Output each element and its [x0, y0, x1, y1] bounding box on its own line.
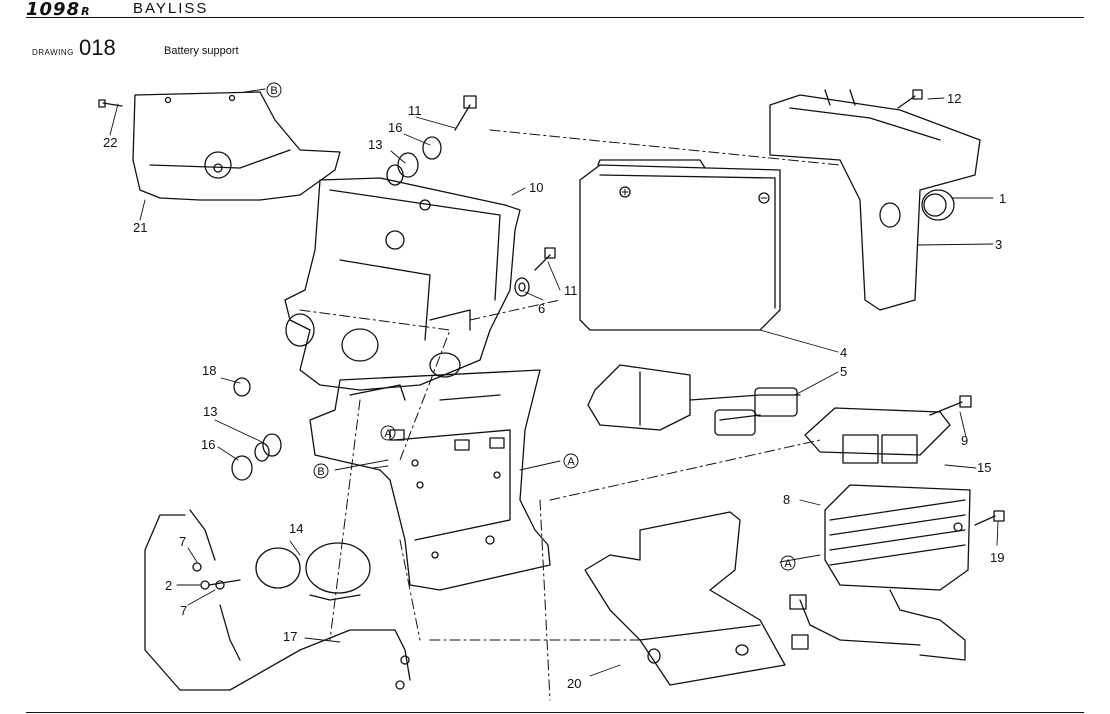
battery-support-frame	[309, 369, 551, 591]
part-4-battery	[579, 159, 781, 331]
part-13-grommet-lower	[254, 433, 282, 462]
callout-14: 14	[289, 521, 303, 536]
callout-20: 20	[567, 676, 581, 691]
callout-16-upper: 16	[388, 120, 402, 135]
model-code: 1098	[26, 0, 81, 20]
model-suffix: R	[81, 5, 91, 18]
leader-lines	[109, 88, 999, 677]
callout-13-lower: 13	[203, 404, 217, 419]
callout-3: 3	[995, 237, 1002, 252]
ref-letter-b-top: B	[270, 85, 277, 97]
callout-1: 1	[999, 191, 1006, 206]
part-2-bolt	[200, 579, 241, 590]
part-21-bracket-plate	[132, 91, 341, 201]
callout-9: 9	[961, 433, 968, 448]
part-20-shield-plate	[584, 511, 786, 686]
callout-11-lower: 11	[564, 283, 578, 298]
callout-5: 5	[840, 364, 847, 379]
model-name: BAYLISS	[133, 0, 209, 17]
footer-divider	[26, 712, 1084, 713]
callout-12: 12	[947, 91, 961, 106]
reference-letters: B B A A A	[270, 85, 792, 570]
part-22-screw	[98, 99, 123, 108]
callout-11-upper: 11	[408, 103, 422, 118]
callout-16-lower: 16	[201, 437, 215, 452]
ref-letter-a-right: A	[567, 456, 575, 468]
part-15-fuse-box	[804, 407, 951, 464]
part-10-battery-tray	[284, 177, 521, 391]
drawing-label: DRAWING	[32, 48, 74, 57]
callout-8: 8	[783, 492, 790, 507]
ref-circle-a-regulator	[780, 555, 796, 571]
callout-2: 2	[165, 578, 172, 593]
ref-letter-a-center: A	[384, 428, 392, 440]
part-17-cable	[144, 509, 411, 691]
header-divider	[26, 17, 1084, 18]
callout-6: 6	[538, 301, 545, 316]
callout-19: 19	[990, 550, 1004, 565]
callout-7-lower: 7	[180, 603, 187, 618]
part-19-screw	[974, 510, 1005, 526]
ref-circle-a-center	[380, 425, 396, 441]
ref-letter-b-left: B	[317, 466, 324, 478]
drawing-number: 018	[79, 35, 116, 60]
callout-22: 22	[103, 135, 117, 150]
part-3-battery-cover	[769, 89, 981, 311]
part-18-grommet	[233, 377, 251, 397]
page-header: 1098R BAYLISS	[0, 0, 1110, 20]
part-7-washer-upper	[192, 562, 202, 572]
model-logo: 1098R	[26, 0, 91, 20]
callout-7-upper: 7	[179, 534, 186, 549]
callout-17: 17	[283, 629, 297, 644]
assembly-guide-lines	[299, 129, 841, 701]
drawing-title: Battery support	[164, 45, 239, 57]
callout-18: 18	[202, 363, 216, 378]
part-11-screw-upper	[454, 95, 477, 131]
part-6-washer	[514, 277, 530, 297]
ref-circle-b-left	[313, 463, 329, 479]
part-16-spacer-lower	[231, 455, 253, 481]
part-8-voltage-regulator	[789, 484, 971, 661]
part-5-relay-harness	[587, 364, 801, 436]
part-16-spacer-upper	[422, 136, 442, 160]
callout-13-upper: 13	[368, 137, 382, 152]
callout-10: 10	[529, 180, 543, 195]
part-9-screw	[929, 395, 972, 416]
part-13-grommet-upper	[386, 152, 419, 186]
ref-letter-a-regulator: A	[784, 558, 792, 570]
reference-marks	[266, 82, 796, 571]
ref-circle-a-right	[563, 453, 579, 469]
callout-21: 21	[133, 220, 147, 235]
part-12-screw	[897, 89, 923, 109]
part-14-starter-relay	[255, 542, 371, 601]
callout-15: 15	[977, 460, 991, 475]
part-1-plug	[921, 189, 955, 221]
part-7-washer-lower	[215, 580, 225, 590]
callout-numbers: 1 2 3 4 5 6 7 7 8 9 10 11 11 12 13 13 14…	[103, 91, 1006, 691]
ref-circle-b-top	[266, 82, 282, 98]
callout-4: 4	[840, 345, 847, 360]
part-11-screw-lower	[534, 247, 556, 271]
